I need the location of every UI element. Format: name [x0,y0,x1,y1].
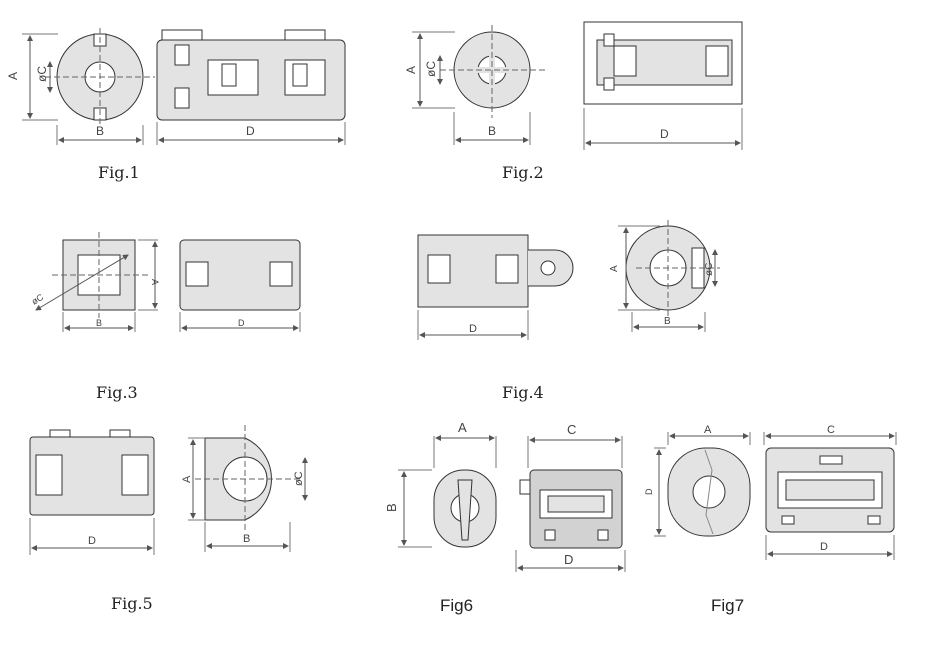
fig1-dim-b: B [96,124,104,138]
fig7-dim-d: D [820,541,828,553]
fig1-dim-a: A [6,72,20,80]
fig4-caption: Fig.4 [502,383,544,402]
fig4-drawing [417,220,720,340]
fig2-caption: Fig.2 [502,163,544,182]
fig7-side-view [765,447,895,533]
fig2-dim-c: øC [424,61,438,77]
fig1-dim-c: øC [35,66,49,82]
fig2-dim-a: A [404,66,418,74]
fig4-end-view [625,220,720,318]
fig2-end-view [440,25,545,118]
fig3-end-view [35,232,150,318]
fig4-side-view [417,234,574,308]
fig3-dim-c: øC [30,292,46,307]
fig6-dim-c: C [567,422,576,437]
fig7-dim-a: A [704,424,712,436]
fig4-dim-b: B [664,316,671,327]
fig5-dim-d: D [88,535,96,547]
fig7-dim-b: D [644,488,654,495]
fig6-drawing [398,435,626,572]
fig4-dim-a: A [609,265,620,272]
fig5-dim-c: øC [293,471,305,486]
fig4-dim-d: D [469,323,477,335]
fig6-dim-b: B [384,503,399,512]
fig1-caption: Fig.1 [98,163,140,182]
fig2-dim-b: B [488,124,496,138]
fig2-drawing [412,21,743,150]
fig5-side-view [29,429,155,516]
fig6-dim-a: A [458,420,467,435]
fig4-dim-c: øC [704,263,715,276]
fig7-end-view [667,447,751,537]
fig6-end-view [433,469,497,548]
fig6-dim-d: D [564,552,573,567]
fig1-end-view [45,28,155,125]
fig3-dim-b: B [96,318,102,328]
fig5-end-view [195,425,300,530]
fig5-dim-b: B [243,533,250,545]
fig3-dim-a: A [150,279,160,285]
fig2-side-view [583,21,743,105]
fig1-side-view [156,29,346,121]
fig3-caption: Fig.3 [96,383,138,402]
fig7-caption: Fig7 [711,596,745,615]
fig7-dim-c: C [827,424,835,436]
fig5-caption: Fig.5 [111,594,153,613]
fig3-side-view [179,239,301,311]
fig5-dim-a: A [181,475,193,483]
fig3-dim-d: D [238,318,245,328]
fig1-drawing [22,28,346,145]
fig1-dim-d: D [246,124,255,138]
fig3-drawing [35,232,301,332]
fig6-caption: Fig6 [440,596,474,615]
fig7-drawing [654,432,897,560]
fig6-side-view [519,469,623,549]
fig5-drawing [29,425,308,555]
fig2-dim-d: D [660,127,669,141]
